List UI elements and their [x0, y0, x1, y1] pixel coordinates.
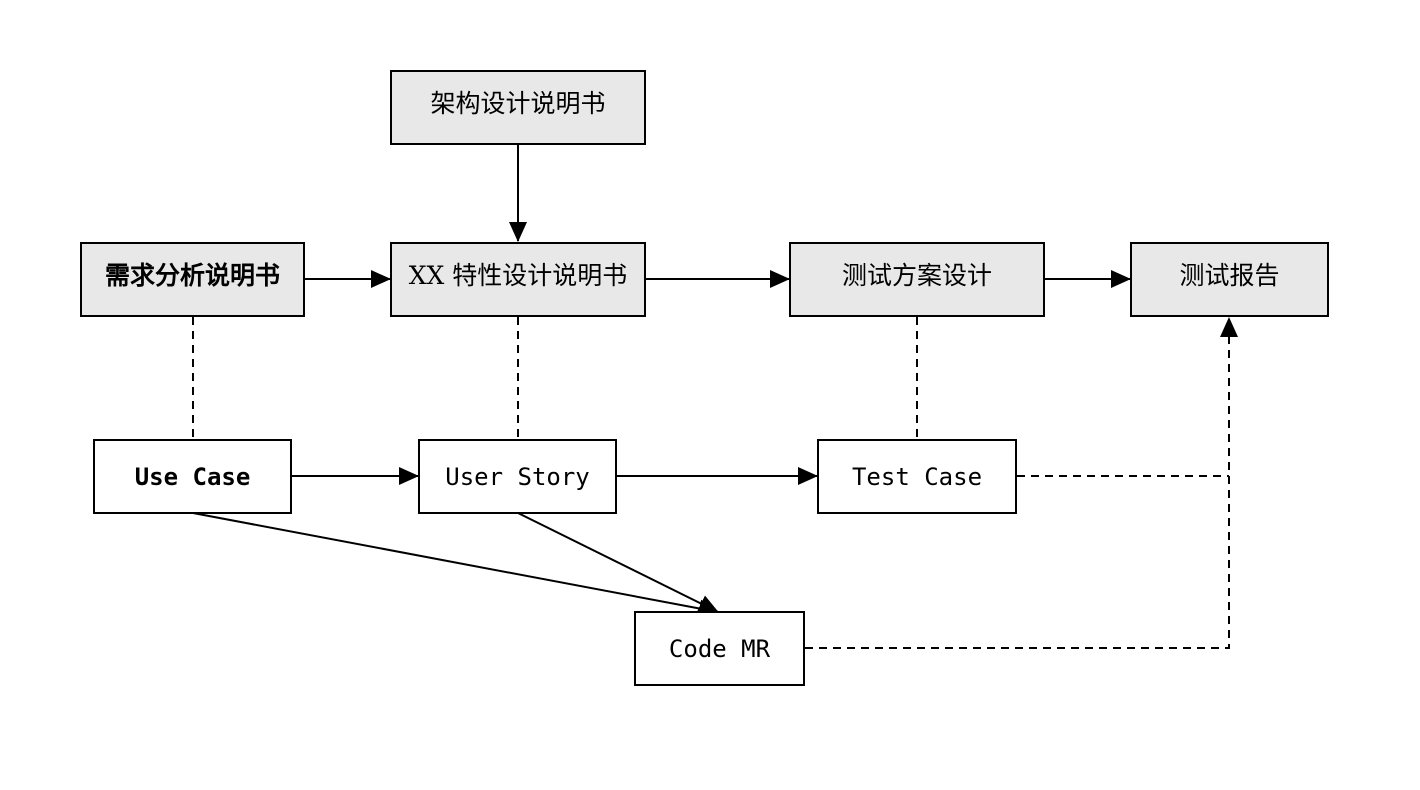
feature-design-doc-box: XX 特性设计说明书 — [390, 242, 646, 317]
requirements-analysis-doc-box: 需求分析说明书 — [80, 242, 305, 317]
arrow-user-story-to-code-mr — [517, 512, 719, 613]
architecture-design-doc-box: 架构设计说明书 — [390, 70, 646, 145]
arrow-use-case-to-code-mr — [192, 512, 719, 618]
user-story-box: User Story — [418, 439, 617, 514]
use-case-box: Use Case — [93, 439, 292, 514]
test-plan-design-box: 测试方案设计 — [789, 242, 1045, 317]
test-report-box: 测试报告 — [1130, 242, 1329, 317]
code-mr-box: Code MR — [634, 611, 805, 686]
trace-code-mr-to-report — [805, 317, 1238, 649]
test-case-box: Test Case — [817, 439, 1017, 514]
